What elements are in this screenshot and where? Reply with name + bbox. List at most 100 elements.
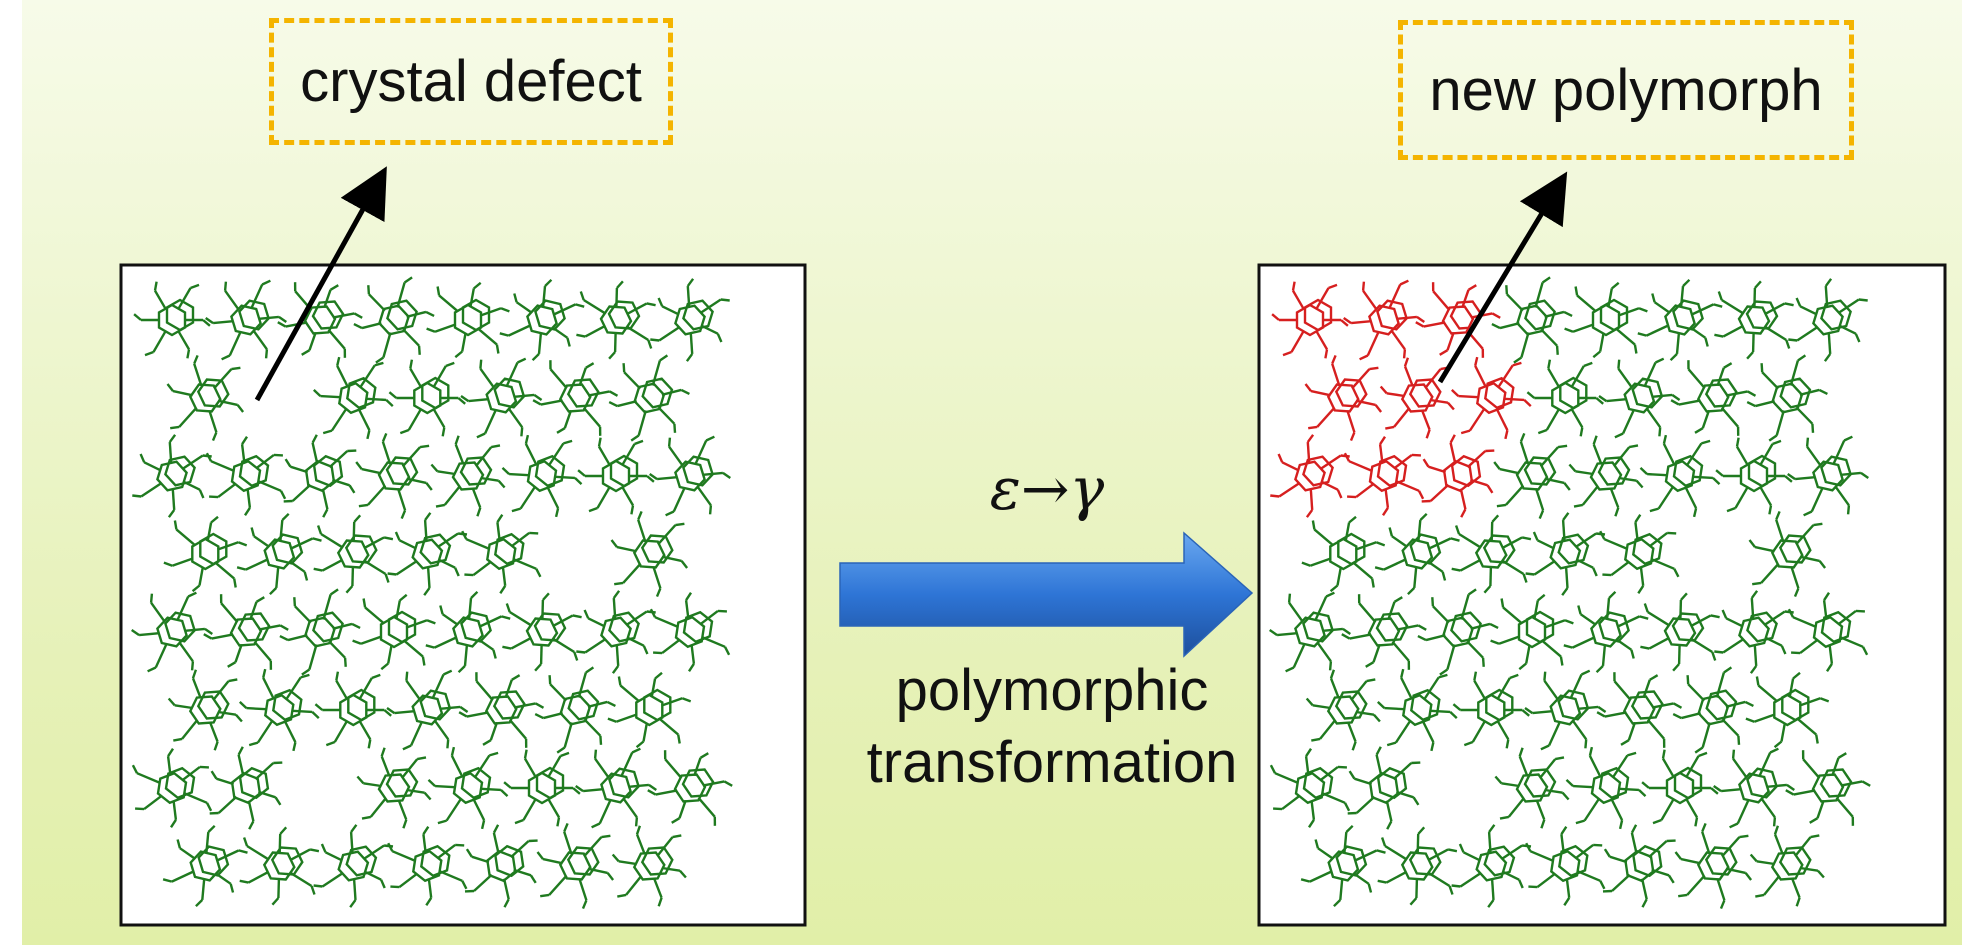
- molecule: [1714, 590, 1794, 674]
- molecule: [1269, 748, 1351, 828]
- molecule: [1564, 281, 1648, 359]
- molecule: [576, 590, 656, 674]
- molecule: [1379, 357, 1455, 439]
- transformation-arrow-icon: [839, 531, 1254, 658]
- molecule: [1525, 512, 1606, 596]
- molecule: [1748, 510, 1827, 598]
- transformation-label: polymorphic transformation: [842, 655, 1262, 799]
- molecule: [1343, 279, 1425, 361]
- molecule: [611, 825, 687, 907]
- molecule: [1598, 357, 1681, 439]
- molecule: [131, 591, 213, 673]
- molecule: [162, 824, 248, 908]
- molecule: [131, 748, 213, 828]
- molecule: [312, 356, 394, 440]
- molecule: [1451, 824, 1532, 908]
- molecule: [461, 514, 542, 594]
- molecule: [1714, 280, 1794, 360]
- molecule: [649, 592, 731, 672]
- molecule: [575, 747, 657, 829]
- molecule: [1787, 592, 1869, 672]
- molecule: [1452, 671, 1530, 749]
- molecule: [1300, 824, 1386, 908]
- crystal-defect-pointer-icon: [254, 166, 387, 402]
- molecule: [1788, 278, 1868, 362]
- molecule: [1304, 354, 1383, 442]
- molecule: [1270, 434, 1350, 518]
- molecule: [1494, 747, 1570, 829]
- molecule: [1343, 436, 1425, 516]
- molecule: [203, 594, 289, 670]
- molecule: [1639, 434, 1721, 518]
- molecule: [425, 590, 511, 674]
- molecule: [534, 666, 616, 754]
- molecule: [1271, 281, 1349, 359]
- molecule: [1670, 360, 1757, 436]
- molecule: [238, 668, 320, 752]
- molecule: [427, 746, 509, 830]
- crystal-defect-label: crystal defect: [269, 18, 673, 145]
- molecule: [532, 360, 619, 436]
- molecule: [460, 357, 543, 439]
- molecule: [608, 354, 690, 442]
- molecule: [1637, 278, 1723, 362]
- molecule: [1526, 359, 1604, 437]
- right-crystal-panel: [1257, 263, 1947, 927]
- molecule: [1376, 668, 1458, 752]
- molecule: [647, 750, 733, 826]
- molecule: [353, 276, 435, 364]
- molecule: [1491, 276, 1573, 364]
- molecule: [356, 747, 432, 829]
- molecule: [387, 512, 468, 596]
- molecule: [503, 749, 581, 827]
- molecule: [576, 280, 656, 360]
- molecule: [313, 514, 394, 594]
- molecule: [1745, 671, 1830, 749]
- molecule: [209, 746, 283, 830]
- molecule: [352, 593, 436, 671]
- molecule: [1563, 590, 1649, 674]
- molecule: [239, 826, 320, 906]
- molecule: [386, 669, 469, 751]
- molecule: [1524, 669, 1607, 751]
- left-molecule-lattice: [131, 276, 733, 910]
- molecule: [536, 822, 615, 910]
- molecule: [205, 436, 287, 516]
- molecule: [650, 278, 730, 362]
- molecule: [205, 279, 287, 361]
- transformation-label-line1: polymorphic: [895, 658, 1209, 723]
- molecule: [1305, 669, 1381, 751]
- molecule: [1715, 437, 1793, 515]
- transition-label: ε→γ: [989, 455, 1105, 523]
- molecule: [283, 434, 357, 518]
- molecule: [1596, 672, 1683, 748]
- molecule: [1377, 826, 1458, 906]
- molecule: [163, 515, 248, 593]
- molecule: [167, 669, 243, 751]
- molecule: [1568, 435, 1644, 517]
- molecule: [426, 281, 510, 359]
- molecule: [1641, 749, 1719, 827]
- molecule: [1417, 588, 1499, 676]
- molecule: [388, 359, 466, 437]
- molecule: [1787, 435, 1869, 517]
- molecule: [355, 432, 433, 520]
- molecule: [458, 672, 545, 748]
- molecule: [1525, 826, 1606, 906]
- molecule: [1450, 356, 1532, 440]
- molecule: [1713, 747, 1795, 829]
- molecule: [1421, 434, 1495, 518]
- molecule: [1490, 593, 1574, 671]
- molecule: [132, 434, 212, 518]
- transformation-label-line2: transformation: [866, 730, 1238, 795]
- molecule: [1451, 514, 1532, 594]
- molecule: [577, 437, 655, 515]
- molecule: [1749, 825, 1825, 907]
- molecule: [387, 826, 468, 906]
- molecule: [1674, 822, 1753, 910]
- molecule: [1374, 512, 1460, 596]
- molecule: [1602, 824, 1676, 908]
- molecule: [499, 278, 585, 362]
- molecule: [133, 281, 211, 359]
- molecule: [236, 512, 322, 596]
